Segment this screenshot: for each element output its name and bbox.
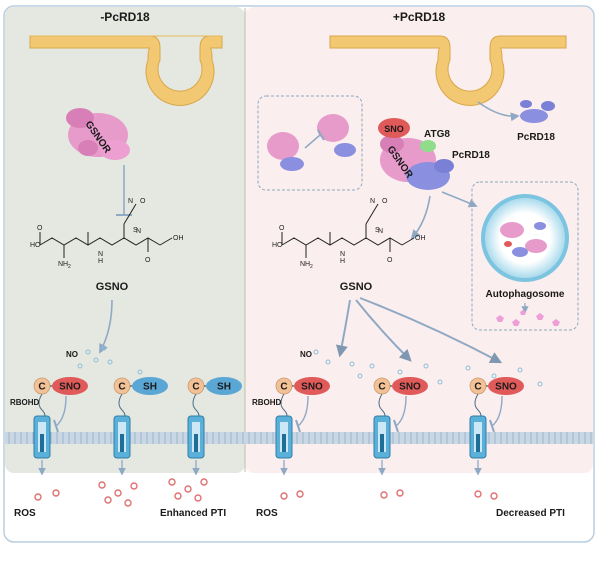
atom-s-left: S xyxy=(133,227,138,234)
atom-o2-right: O xyxy=(387,257,393,264)
rbohd-unit-3: C SH xyxy=(187,377,242,476)
atom-n1-left: N xyxy=(98,251,103,258)
atom-no-n-left: N xyxy=(128,198,133,205)
atom-no-o-right: O xyxy=(382,198,388,205)
atom-ho-left: HO xyxy=(30,242,41,249)
gsnor-inset-1 xyxy=(267,114,356,171)
autophagosome-inset xyxy=(471,181,579,331)
atom-n2-right: N xyxy=(378,228,383,235)
sno-modification xyxy=(392,377,428,395)
atom-o-right: O xyxy=(279,225,285,232)
plasma-membrane xyxy=(5,432,593,444)
atg8-label: ATG8 xyxy=(424,129,450,140)
rbohd-unit-2: C SH xyxy=(113,377,168,476)
cysteine-label: C xyxy=(280,382,287,393)
atom-nh2-right: NH xyxy=(300,261,310,268)
no-label-left: NO xyxy=(66,350,78,359)
gsno-label-right: GSNO xyxy=(340,281,373,293)
atom-n2-left: N xyxy=(136,228,141,235)
cysteine-label: C xyxy=(38,382,45,393)
rbohd-unit-4: C SNO xyxy=(275,377,330,476)
sh-thiol xyxy=(132,377,168,395)
atom-sub-right: 2 xyxy=(310,264,313,270)
right-panel-title: +PcRD18 xyxy=(393,10,446,24)
atom-n1-right: N xyxy=(340,251,345,258)
sh-label: SH xyxy=(217,382,231,393)
autophagosome-icon xyxy=(481,194,569,282)
atom-sub-left: 2 xyxy=(68,264,71,270)
cysteine-label: C xyxy=(118,382,125,393)
sh-label: SH xyxy=(143,382,157,393)
right-top-membrane xyxy=(329,35,567,106)
pcrd18-free-protein xyxy=(520,100,555,123)
sh-thiol xyxy=(206,377,242,395)
sno-modification xyxy=(488,377,524,395)
sno-label: SNO xyxy=(301,382,323,393)
atom-h1-left: H xyxy=(98,258,103,265)
sno-label: SNO xyxy=(59,382,81,393)
rbohd-label-left: RBOHD xyxy=(10,398,40,407)
atom-s-right: S xyxy=(375,227,380,234)
pcrd18-complex-label: PcRD18 xyxy=(452,150,490,161)
rbohd-unit-1: C SNO xyxy=(33,377,88,476)
atom-oh-right: OH xyxy=(415,235,426,242)
ros-label-left: ROS xyxy=(14,508,36,519)
rbohd-label-right: RBOHD xyxy=(252,398,282,407)
sno-tag-label: SNO xyxy=(384,124,404,134)
cysteine-label: C xyxy=(378,382,385,393)
sno-modification xyxy=(294,377,330,395)
atom-no-n-right: N xyxy=(370,198,375,205)
left-panel-title: -PcRD18 xyxy=(100,10,150,24)
sno-label: SNO xyxy=(399,382,421,393)
rbohd-unit-6: C SNO xyxy=(469,377,524,476)
atom-nh2-left: NH xyxy=(58,261,68,268)
autophagosome-label: Autophagosome xyxy=(486,289,565,300)
sno-tag-complex xyxy=(378,118,410,138)
atom-o-left: O xyxy=(37,225,43,232)
outcome-label-left: Enhanced PTI xyxy=(160,508,226,519)
degraded-fragments xyxy=(496,310,560,326)
outcome-label-right: Decreased PTI xyxy=(496,508,565,519)
interaction-inset xyxy=(257,95,363,191)
rbohd-unit-5: C SNO xyxy=(373,377,428,476)
sno-label: SNO xyxy=(495,382,517,393)
gsno-label-left: GSNO xyxy=(96,281,129,293)
atom-oh-left: OH xyxy=(173,235,184,242)
atom-no-o-left: O xyxy=(140,198,146,205)
no-label-right: NO xyxy=(300,350,312,359)
left-top-membrane xyxy=(29,35,223,106)
gsnor-complex xyxy=(380,135,454,190)
pcrd18-free-label: PcRD18 xyxy=(517,132,555,143)
atom-o2-left: O xyxy=(145,257,151,264)
gsno-structure-right xyxy=(281,203,415,258)
gsnor-protein-left: GSNOR xyxy=(66,108,130,160)
atom-ho-right: HO xyxy=(272,242,283,249)
cysteine-label: C xyxy=(474,382,481,393)
ros-label-right: ROS xyxy=(256,508,278,519)
gsno-structure-left xyxy=(39,203,173,258)
atom-h1-right: H xyxy=(340,258,345,265)
ros-dots xyxy=(34,478,498,507)
sno-modification xyxy=(52,377,88,395)
cysteine-label: C xyxy=(192,382,199,393)
left-panel-bg xyxy=(5,7,245,473)
no-dots xyxy=(77,345,543,387)
